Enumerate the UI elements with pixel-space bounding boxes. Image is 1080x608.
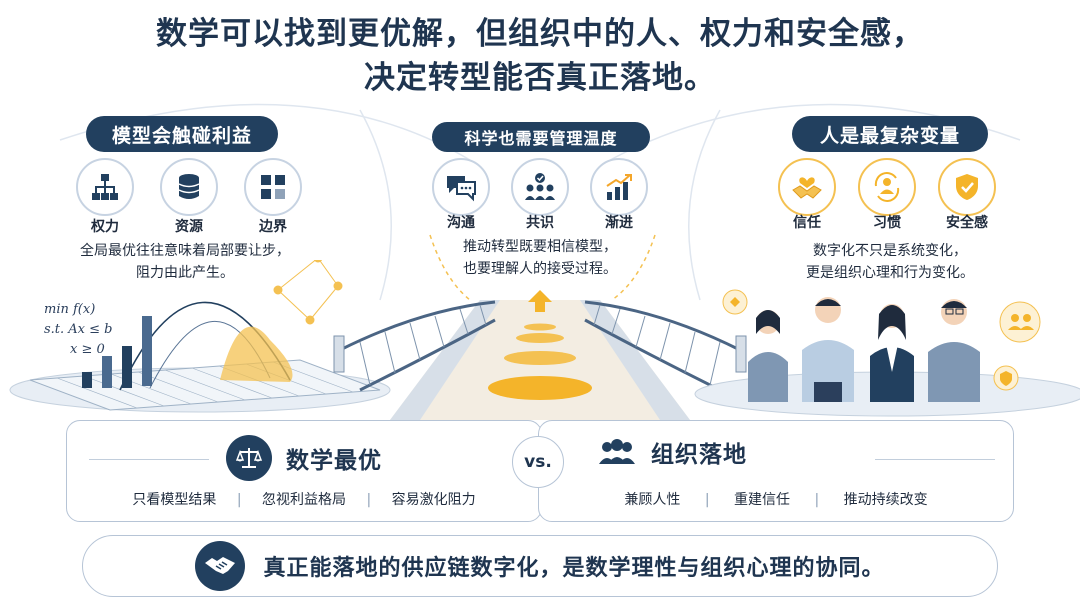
left-heading: 模型会触碰利益 xyxy=(86,116,278,152)
right-panel-divider xyxy=(875,459,995,460)
versus-badge: vs. xyxy=(512,436,564,488)
team-people-illustration xyxy=(694,289,1080,417)
right-icon-label-1: 信任 xyxy=(793,215,821,231)
right-icon-label-2: 习惯 xyxy=(873,215,901,231)
org-landing-header: 组织落地 xyxy=(539,435,1013,469)
middle-description: 推动转型既要相信模型， 也要理解人的接受过程。 xyxy=(410,236,670,280)
formula-line-1: min f(x) xyxy=(44,302,96,317)
hierarchy-icon xyxy=(76,158,134,216)
math-optimal-header: 数学最优 xyxy=(67,435,541,481)
math-optimal-points: 只看模型结果 | 忽视利益格局 | 容易激化阻力 xyxy=(132,492,476,508)
org-point-2: 重建信任 xyxy=(734,492,790,508)
org-landing-title: 组织落地 xyxy=(651,442,747,468)
formula-line-3: x ≥ 0 xyxy=(70,342,105,357)
growth-chart-icon xyxy=(590,158,648,216)
headline-line-1: 数学可以找到更优解，但组织中的人、权力和安全感， xyxy=(156,16,924,52)
math-optimal-title: 数学最优 xyxy=(286,448,382,474)
math-point-2: 忽视利益格局 xyxy=(262,492,346,508)
chat-icon xyxy=(432,158,490,216)
conclusion-banner: 真正能落地的供应链数字化，是数学理性与组织心理的协同。 xyxy=(82,535,998,597)
headline-line-2: 决定转型能否真正落地。 xyxy=(364,60,716,96)
middle-heading: 科学也需要管理温度 xyxy=(432,122,650,152)
headline: 数学可以找到更优解，但组织中的人、权力和安全感， 决定转型能否真正落地。 xyxy=(0,12,1080,100)
org-point-3: 推动持续改变 xyxy=(843,492,928,508)
math-point-1: 只看模型结果 xyxy=(132,492,217,508)
left-icon-label-1: 权力 xyxy=(91,219,119,235)
org-point-1: 兼顾人性 xyxy=(624,492,681,508)
optimization-formula: min f(x) s.t. Ax ≤ b x ≥ 0 xyxy=(44,300,113,360)
conclusion-text: 真正能落地的供应链数字化，是数学理性与组织心理的协同。 xyxy=(263,556,885,581)
shield-check-icon xyxy=(938,158,996,216)
handshake-heart-icon xyxy=(778,158,836,216)
middle-icon-label-2: 共识 xyxy=(526,215,554,231)
formula-line-2: s.t. Ax ≤ b xyxy=(44,322,113,337)
right-heading: 人是最复杂变量 xyxy=(792,116,988,152)
middle-desc-line-1: 推动转型既要相信模型， xyxy=(463,239,617,255)
consensus-icon xyxy=(511,158,569,216)
left-icon-label-2: 资源 xyxy=(175,219,203,235)
left-description: 全局最优往往意味着局部要让步， 阻力由此产生。 xyxy=(40,240,330,284)
right-icon-label-3: 安全感 xyxy=(946,215,988,231)
middle-desc-line-2: 也要理解人的接受过程。 xyxy=(463,261,617,277)
middle-icon-label-3: 渐进 xyxy=(605,215,633,231)
middle-icon-label-1: 沟通 xyxy=(447,215,475,231)
right-desc-line-1: 数字化不只是系统变化， xyxy=(813,243,967,259)
database-icon xyxy=(160,158,218,216)
left-desc-line-1: 全局最优往往意味着局部要让步， xyxy=(80,243,290,259)
bridge-illustration xyxy=(333,290,747,420)
org-landing-points: 兼顾人性 | 重建信任 | 推动持续改变 xyxy=(624,492,928,508)
math-optimal-panel: 数学最优 只看模型结果 | 忽视利益格局 | 容易激化阻力 xyxy=(66,420,542,522)
grid-icon xyxy=(244,158,302,216)
team-icon xyxy=(597,438,637,466)
scale-icon xyxy=(226,435,272,481)
math-point-3: 容易激化阻力 xyxy=(391,492,476,508)
left-icon-label-3: 边界 xyxy=(259,219,287,235)
left-panel-divider xyxy=(89,459,209,460)
handshake-icon xyxy=(195,541,246,591)
right-desc-line-2: 更是组织心理和行为变化。 xyxy=(806,265,974,281)
left-desc-line-2: 阻力由此产生。 xyxy=(136,265,234,281)
habit-cycle-icon xyxy=(858,158,916,216)
org-landing-panel: 组织落地 兼顾人性 | 重建信任 | 推动持续改变 xyxy=(538,420,1014,522)
right-description: 数字化不只是系统变化， 更是组织心理和行为变化。 xyxy=(760,240,1020,284)
